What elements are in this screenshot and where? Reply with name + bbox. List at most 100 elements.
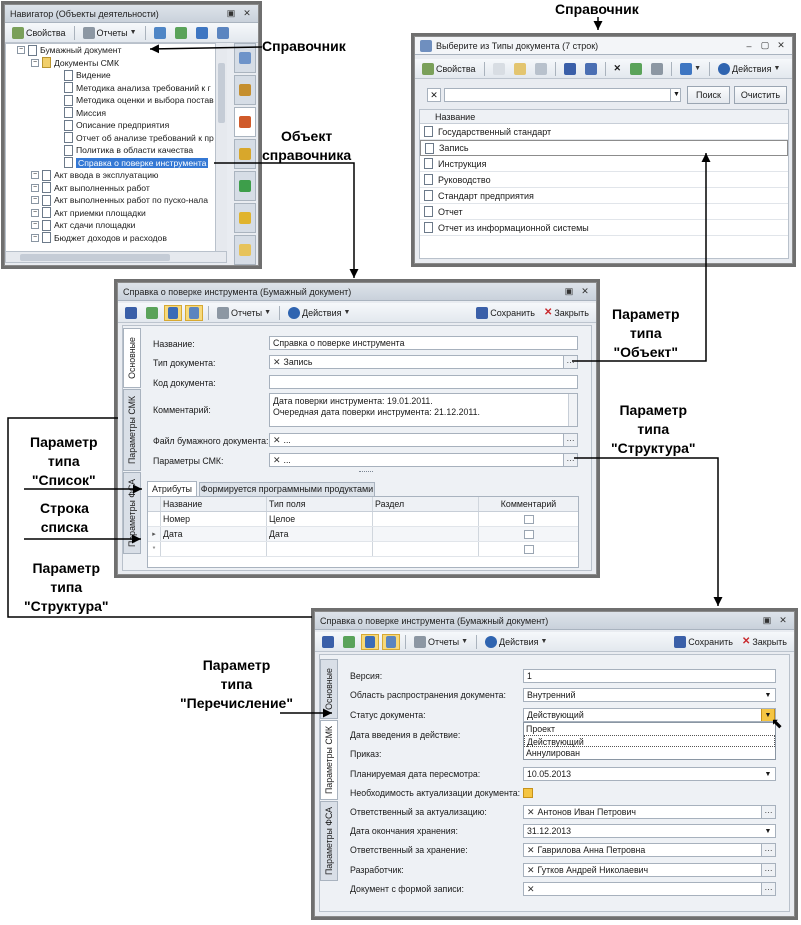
tree-item[interactable]: Описание предприятия: [6, 119, 226, 132]
side-tab[interactable]: [234, 43, 256, 73]
open-button[interactable]: [511, 62, 529, 76]
export-button[interactable]: [143, 306, 161, 320]
ellipsis-button[interactable]: ···: [563, 434, 577, 446]
delete-button[interactable]: ✕: [613, 63, 622, 73]
cell-comment[interactable]: [478, 512, 578, 526]
filter-button[interactable]: ▼: [677, 62, 704, 76]
collapse-icon[interactable]: −: [31, 183, 39, 192]
clear-icon[interactable]: ✕: [527, 806, 535, 817]
scrollbar-thumb[interactable]: [218, 63, 225, 123]
actions-button[interactable]: Действия▼: [285, 306, 353, 320]
collapse-icon[interactable]: −: [31, 233, 39, 242]
field-input[interactable]: Внутренний▼: [523, 688, 776, 702]
pin-icon[interactable]: ▣: [226, 8, 236, 18]
cell-section[interactable]: [372, 512, 478, 526]
table-row[interactable]: Государственный стандарт: [420, 124, 788, 140]
side-tab[interactable]: [234, 171, 256, 201]
close-icon[interactable]: ✕: [779, 615, 787, 625]
side-tab[interactable]: [234, 75, 256, 105]
dropdown-option[interactable]: Аннулирован: [526, 748, 580, 758]
table-row[interactable]: Инструкция: [420, 156, 788, 172]
table-row[interactable]: Отчет: [420, 204, 788, 220]
copy-button[interactable]: [532, 62, 550, 76]
tree-item[interactable]: −Акт сдачи площадки: [6, 219, 226, 232]
collapse-icon[interactable]: −: [31, 171, 39, 179]
clear-button[interactable]: Очистить: [734, 86, 787, 104]
link-button[interactable]: [214, 26, 232, 40]
save-icon-button[interactable]: [319, 635, 337, 649]
ellipsis-button[interactable]: ···: [761, 806, 775, 818]
search-dropdown-button[interactable]: ▼: [670, 88, 682, 102]
chevron-down-icon[interactable]: ▼: [761, 709, 775, 721]
smk-field[interactable]: ✕...···: [269, 453, 578, 467]
reports-button[interactable]: Отчеты▼: [411, 635, 471, 649]
cell-type[interactable]: Дата: [266, 527, 372, 541]
comment-edit-icon[interactable]: [523, 529, 534, 539]
new-button[interactable]: [490, 62, 508, 76]
tab-main[interactable]: Основные: [320, 659, 338, 719]
tree-item[interactable]: Методика оценки и выбора постав: [6, 94, 226, 107]
tree-item[interactable]: −Документы СМК: [6, 57, 226, 70]
tree-item[interactable]: Методика анализа требований к г: [6, 82, 226, 95]
tab-main[interactable]: Основные: [123, 328, 141, 388]
splitter-grip[interactable]: [359, 471, 373, 475]
row-marker[interactable]: ▸: [152, 531, 156, 538]
save-button[interactable]: [561, 62, 579, 76]
row-marker[interactable]: *: [152, 546, 156, 553]
comment-edit-icon[interactable]: [523, 514, 534, 524]
collapse-icon[interactable]: −: [31, 58, 39, 67]
close-button[interactable]: ✕Закрыть: [739, 635, 790, 648]
save-button[interactable]: Сохранить: [473, 306, 538, 320]
clear-icon[interactable]: ✕: [273, 356, 281, 367]
export-button[interactable]: [172, 26, 190, 40]
comment-field[interactable]: Дата поверки инструмента: 19.01.2011. Оч…: [269, 393, 578, 427]
tree-item[interactable]: −Акт ввода в эксплуатацию: [6, 169, 226, 182]
clear-search-icon[interactable]: ✕: [427, 88, 441, 102]
cell-section[interactable]: [372, 542, 478, 556]
actions-button[interactable]: Действия▼: [715, 62, 783, 76]
print-button[interactable]: [648, 62, 666, 76]
collapse-icon[interactable]: −: [17, 46, 25, 54]
cell-name[interactable]: Дата: [160, 527, 266, 541]
chevron-down-icon[interactable]: ▼: [761, 825, 775, 837]
field-input[interactable]: ✕Гаврилова Анна Петровна···: [523, 843, 776, 857]
table-row[interactable]: Руководство: [420, 172, 788, 188]
search-input[interactable]: [444, 88, 681, 102]
save-button[interactable]: Сохранить: [671, 635, 736, 649]
side-tab[interactable]: [234, 203, 256, 233]
chevron-down-icon[interactable]: ▼: [761, 689, 775, 701]
close-icon[interactable]: ✕: [777, 40, 785, 50]
tree-item[interactable]: −Акт выполненных работ по пуско-нала: [6, 194, 226, 207]
ellipsis-button[interactable]: ···: [563, 356, 577, 368]
field-input[interactable]: ✕···: [523, 882, 776, 896]
actualization-checkbox[interactable]: [523, 788, 533, 798]
scrollbar-thumb[interactable]: [20, 254, 170, 261]
vertical-scrollbar[interactable]: [215, 43, 227, 251]
tree-item[interactable]: Отчет об анализе требований к пр: [6, 132, 226, 145]
tree-item[interactable]: −Акт выполненных работ: [6, 182, 226, 195]
tab-fsa[interactable]: Параметры ФСА: [320, 801, 338, 881]
properties-button[interactable]: Свойства: [419, 62, 479, 76]
clear-icon[interactable]: ✕: [527, 883, 535, 894]
doctype-field[interactable]: ✕Запись···: [269, 355, 578, 369]
cell-type[interactable]: Целое: [266, 512, 372, 526]
save-all-button[interactable]: [582, 62, 600, 76]
save-icon-button[interactable]: [122, 306, 140, 320]
tree-item[interactable]: −Бумажный документ: [6, 44, 226, 57]
link-button[interactable]: [382, 633, 400, 650]
table-row[interactable]: Запись: [420, 140, 788, 156]
collapse-icon[interactable]: −: [31, 221, 39, 229]
side-tab[interactable]: [234, 107, 256, 137]
clear-icon[interactable]: ✕: [527, 864, 535, 875]
expand-button[interactable]: [361, 633, 379, 650]
field-input[interactable]: ✕Антонов Иван Петрович···: [523, 805, 776, 819]
minimize-icon[interactable]: –: [746, 40, 752, 51]
export-button[interactable]: [340, 635, 358, 649]
properties-button[interactable]: Свойства: [9, 26, 69, 40]
export-button[interactable]: [627, 62, 645, 76]
ellipsis-button[interactable]: ···: [563, 454, 577, 466]
cell-name[interactable]: Номер: [160, 512, 266, 526]
dropdown-option[interactable]: Действующий: [524, 735, 775, 747]
attributes-tab[interactable]: Атрибуты: [147, 481, 197, 496]
field-input[interactable]: 10.05.2013▼: [523, 767, 776, 781]
